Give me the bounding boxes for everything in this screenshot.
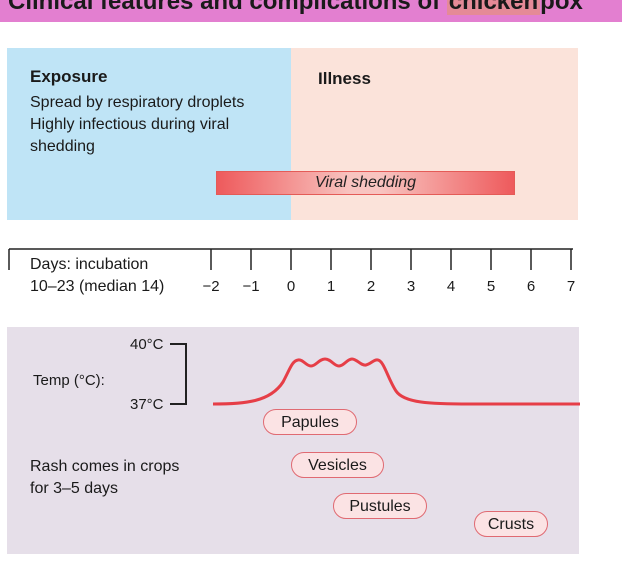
days-incubation-line-1: Days: incubation xyxy=(30,256,149,273)
temp-high-label: 40°C xyxy=(130,336,164,353)
timeline-tick-label: 3 xyxy=(406,278,416,295)
timeline-tick-label: −2 xyxy=(202,278,220,295)
timeline-tick-label: 7 xyxy=(566,278,576,295)
timeline-tick-label: 5 xyxy=(486,278,496,295)
title-prefix: Clinical features and complications of xyxy=(8,0,447,15)
rash-crops-line-1: Rash comes in crops xyxy=(30,458,180,475)
temp-axis-label: Temp (°C): xyxy=(33,372,105,389)
rash-crops-line-2: for 3–5 days xyxy=(30,480,119,497)
exposure-line-1: Spread by respiratory droplets xyxy=(30,94,245,111)
temp-bracket xyxy=(170,343,187,405)
stage-pustules: Pustules xyxy=(333,493,427,519)
viral-shedding-bar: Viral shedding xyxy=(216,171,515,195)
stage-vesicles: Vesicles xyxy=(291,452,384,478)
timeline-tick-label: 4 xyxy=(446,278,456,295)
exposure-line-3: shedding xyxy=(30,138,95,155)
title-bar: Clinical features and complications of c… xyxy=(0,0,622,22)
timeline-tick-label: 6 xyxy=(526,278,536,295)
days-incubation-line-2: 10–23 (median 14) xyxy=(30,278,165,295)
stage-crusts: Crusts xyxy=(474,511,548,537)
timeline-tick-label: 1 xyxy=(326,278,336,295)
illness-heading: Illness xyxy=(318,69,371,88)
viral-shedding-label: Viral shedding xyxy=(314,174,417,191)
temp-low-label: 37°C xyxy=(130,396,164,413)
stage-papules: Papules xyxy=(263,409,357,435)
temperature-chart xyxy=(170,343,580,406)
timeline-axis xyxy=(8,248,573,270)
temperature-curve xyxy=(212,357,580,406)
timeline-tick-label: 2 xyxy=(366,278,376,295)
page-title: Clinical features and complications of c… xyxy=(8,0,583,16)
timeline-tick-label: 0 xyxy=(286,278,296,295)
title-suffix: pox xyxy=(540,0,583,15)
title-highlight: chicken xyxy=(446,0,541,15)
exposure-heading: Exposure xyxy=(30,67,108,86)
timeline-tick-label: −1 xyxy=(242,278,260,295)
exposure-line-2: Highly infectious during viral xyxy=(30,116,230,133)
